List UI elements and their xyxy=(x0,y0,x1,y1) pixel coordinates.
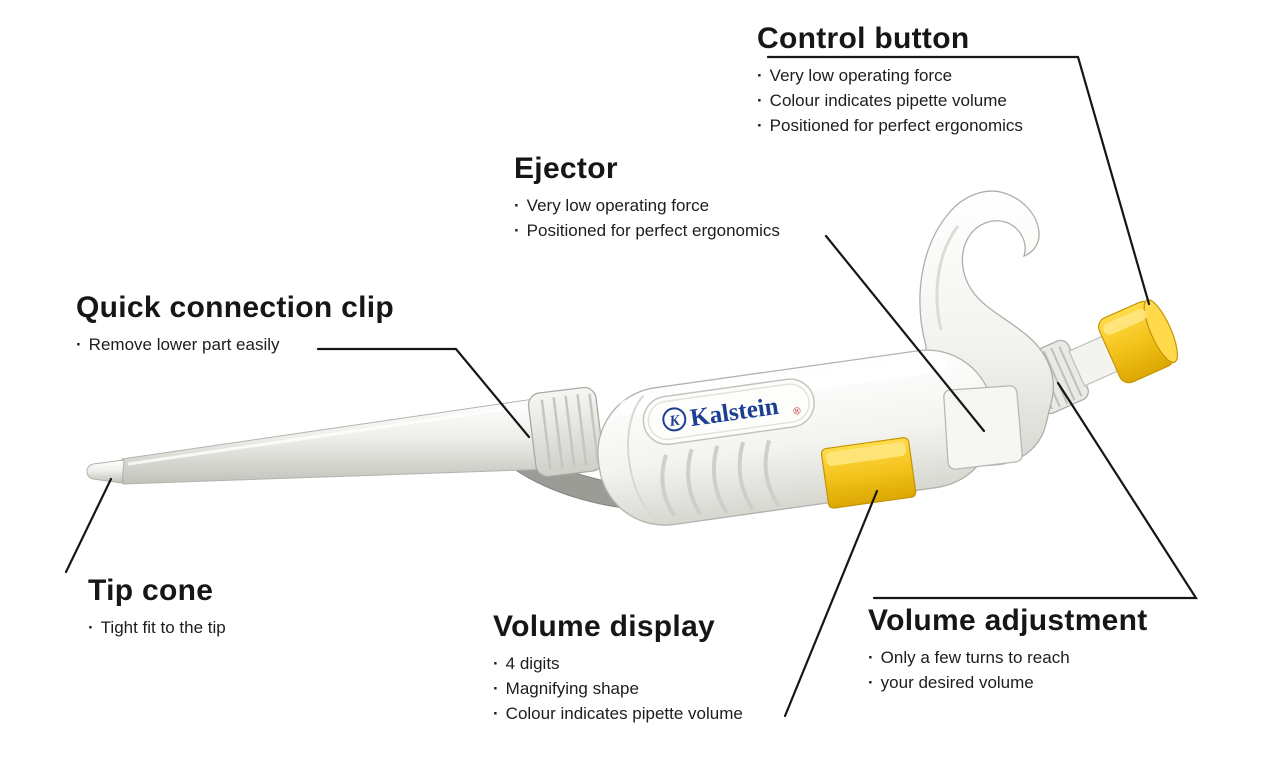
brand-logo: K Kalstein ® xyxy=(642,378,815,446)
registered-mark: ® xyxy=(793,406,802,418)
tip-cone-bullets: Tight fit to the tip xyxy=(88,615,226,640)
shaft-highlight xyxy=(127,405,521,466)
leader-line-control-button xyxy=(766,55,1151,306)
volume-display-window xyxy=(820,437,917,509)
control-button-cap xyxy=(1098,299,1178,384)
quick-connection-clip-bullets: Remove lower part easily xyxy=(76,332,394,357)
leader-line-volume-display xyxy=(783,489,879,718)
leader-line-volume-adjustment xyxy=(872,381,1199,600)
label-bullet: Very low operating force xyxy=(514,193,780,218)
label-bullet: Very low operating force xyxy=(757,63,1023,88)
tip-cone-label: Tip cone Tight fit to the tip xyxy=(88,574,226,640)
control-button-title: Control button xyxy=(757,22,970,55)
ejector-plate xyxy=(943,385,1023,470)
pipette-body: K Kalstein ® xyxy=(597,349,995,526)
body-end-seam xyxy=(627,394,661,524)
volume-display-label: Volume display 4 digits Magnifying shape… xyxy=(493,610,743,726)
volume-adjustment-title: Volume adjustment xyxy=(868,604,1148,637)
control-button-label: Control button Very low operating force … xyxy=(757,22,1023,138)
tip-cone-title: Tip cone xyxy=(88,574,214,607)
volume-adjustment-bullets: Only a few turns to reach your desired v… xyxy=(868,645,1148,695)
label-bullet: Only a few turns to reach xyxy=(868,645,1148,670)
ejector-bullets: Very low operating force Positioned for … xyxy=(514,193,780,243)
grip-ridges xyxy=(660,439,781,518)
label-bullet: 4 digits xyxy=(493,651,743,676)
leader-line-tip-cone xyxy=(64,477,113,574)
label-bullet: Positioned for perfect ergonomics xyxy=(514,218,780,243)
control-button-bullets: Very low operating force Colour indicate… xyxy=(757,63,1023,138)
quick-connection-collar xyxy=(527,386,605,478)
volume-display-bullets: 4 digits Magnifying shape Colour indicat… xyxy=(493,651,743,726)
tip-cone-nub xyxy=(86,459,125,484)
label-bullet: Positioned for perfect ergonomics xyxy=(757,113,1023,138)
brand-logo-letter: K xyxy=(668,413,682,431)
brand-logo-mark-icon xyxy=(662,407,687,432)
label-bullet: Colour indicates pipette volume xyxy=(757,88,1023,113)
ejector-title: Ejector xyxy=(514,152,618,185)
label-bullet: Colour indicates pipette volume xyxy=(493,701,743,726)
label-bullet: Remove lower part easily xyxy=(76,332,394,357)
quick-connection-clip-title: Quick connection clip xyxy=(76,291,395,324)
ejector-label: Ejector Very low operating force Positio… xyxy=(514,152,780,243)
finger-hook-shading xyxy=(935,225,960,331)
leader-line-ejector xyxy=(824,234,986,433)
volume-adjustment-label: Volume adjustment Only a few turns to re… xyxy=(868,604,1148,695)
label-bullet: Tight fit to the tip xyxy=(88,615,226,640)
label-bullet: your desired volume xyxy=(868,670,1148,695)
label-bullet: Magnifying shape xyxy=(493,676,743,701)
quick-connection-clip-label: Quick connection clip Remove lower part … xyxy=(76,291,394,357)
volume-display-title: Volume display xyxy=(493,610,716,643)
